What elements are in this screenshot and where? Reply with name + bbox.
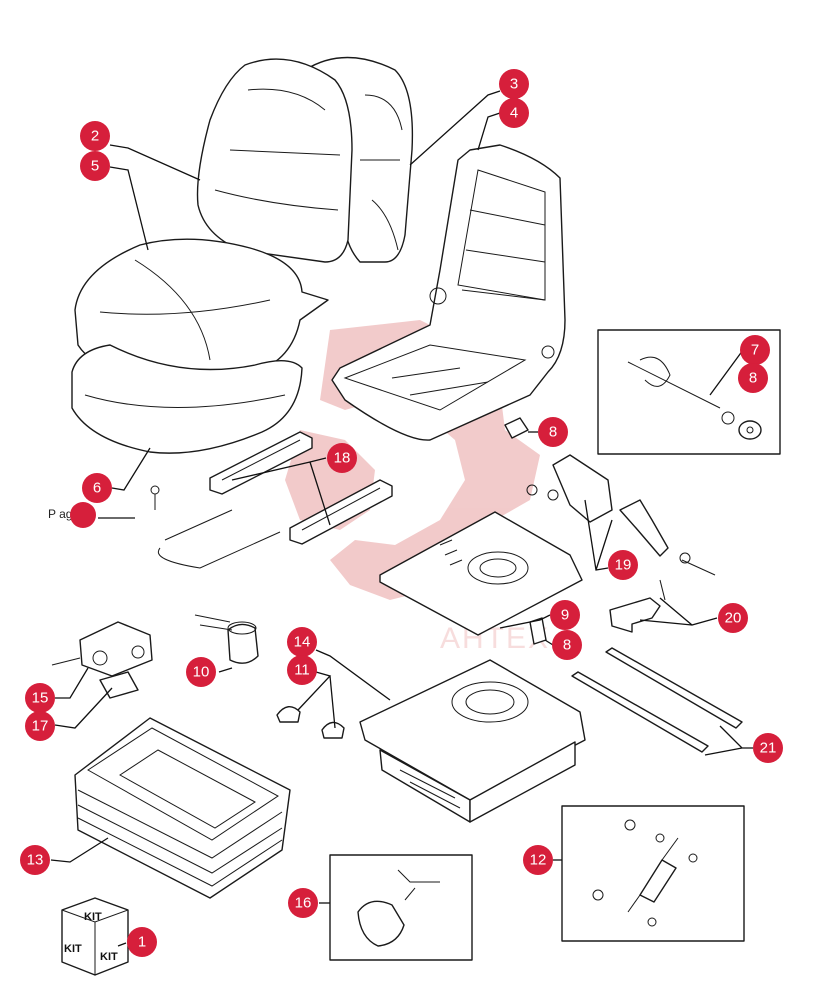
svg-text:9: 9 <box>561 607 569 624</box>
callout-4[interactable]: 4 <box>499 98 529 128</box>
svg-text:19: 19 <box>615 557 632 574</box>
svg-text:1: 1 <box>138 934 146 951</box>
callout-5[interactable]: 5 <box>80 151 110 181</box>
svg-text:8: 8 <box>749 370 757 387</box>
callout-9[interactable]: 9 <box>550 600 580 630</box>
callout-7[interactable]: 7 <box>740 335 770 365</box>
callout-1[interactable]: 1 <box>127 927 157 957</box>
callout-17[interactable]: 17 <box>25 711 55 741</box>
knob-inset <box>329 854 473 961</box>
cap-plug-small <box>504 417 547 645</box>
adjust-handle <box>526 454 716 576</box>
callout-8-inset[interactable]: 8 <box>738 363 768 393</box>
svg-text:8: 8 <box>549 424 557 441</box>
seat-cushion-lower <box>71 344 303 454</box>
svg-text:7: 7 <box>751 342 759 359</box>
kit-label-top: KIT <box>84 911 102 923</box>
callout-8-mid[interactable]: 8 <box>552 630 582 660</box>
svg-text:11: 11 <box>294 662 310 679</box>
slide-rails <box>150 431 393 569</box>
svg-text:5: 5 <box>91 158 99 175</box>
suspension-plate <box>379 511 583 636</box>
svg-text:10: 10 <box>193 664 210 681</box>
seat-cushion-upper <box>74 238 329 389</box>
kit-box: KIT KIT KIT <box>61 897 129 976</box>
callout-8-top[interactable]: 8 <box>538 417 568 447</box>
svg-text:15: 15 <box>32 690 49 707</box>
callout-pag-ref[interactable] <box>70 502 96 528</box>
svg-text:14: 14 <box>294 634 311 651</box>
caps-11 <box>276 706 345 739</box>
suspension-base <box>359 659 586 823</box>
watermark-text: AHTEX <box>440 622 550 655</box>
callout-11[interactable]: 11 <box>287 655 317 685</box>
callout-10[interactable]: 10 <box>186 657 216 687</box>
svg-text:2: 2 <box>91 128 99 145</box>
svg-text:6: 6 <box>93 480 101 497</box>
seat-frame <box>331 144 566 441</box>
svg-text:17: 17 <box>32 718 49 735</box>
svg-text:21: 21 <box>760 740 777 757</box>
callout-16[interactable]: 16 <box>288 888 318 918</box>
callout-20[interactable]: 20 <box>718 603 748 633</box>
leader-lines <box>50 90 753 947</box>
svg-text:3: 3 <box>510 76 518 93</box>
callout-2[interactable]: 2 <box>80 121 110 151</box>
svg-text:12: 12 <box>530 852 547 869</box>
valve-10 <box>194 614 259 664</box>
shock-absorber-inset <box>561 805 745 942</box>
backrest-cushion-front <box>196 58 353 263</box>
callout-3[interactable]: 3 <box>499 69 529 99</box>
callout-6[interactable]: 6 <box>82 473 112 503</box>
svg-text:8: 8 <box>563 637 571 654</box>
kit-label-left: KIT <box>64 943 82 955</box>
svg-text:16: 16 <box>295 895 312 912</box>
callout-21[interactable]: 21 <box>753 733 783 763</box>
callouts: 2 5 3 4 6 18 8 7 8 19 9 8 20 14 11 10 15… <box>20 69 783 957</box>
kit-label-right: KIT <box>100 951 118 963</box>
callout-13[interactable]: 13 <box>20 845 50 875</box>
callout-19[interactable]: 19 <box>608 550 638 580</box>
callout-14[interactable]: 14 <box>287 627 317 657</box>
callout-15[interactable]: 15 <box>25 683 55 713</box>
bracket-20 <box>609 579 666 633</box>
svg-text:13: 13 <box>27 852 44 869</box>
bellows-13 <box>74 717 291 899</box>
svg-text:20: 20 <box>725 610 742 627</box>
svg-text:4: 4 <box>510 105 518 122</box>
callout-18[interactable]: 18 <box>327 443 357 473</box>
switch-assembly <box>51 621 153 699</box>
svg-text:18: 18 <box>334 450 351 467</box>
flat-bars-21 <box>571 647 743 753</box>
callout-12[interactable]: 12 <box>523 845 553 875</box>
